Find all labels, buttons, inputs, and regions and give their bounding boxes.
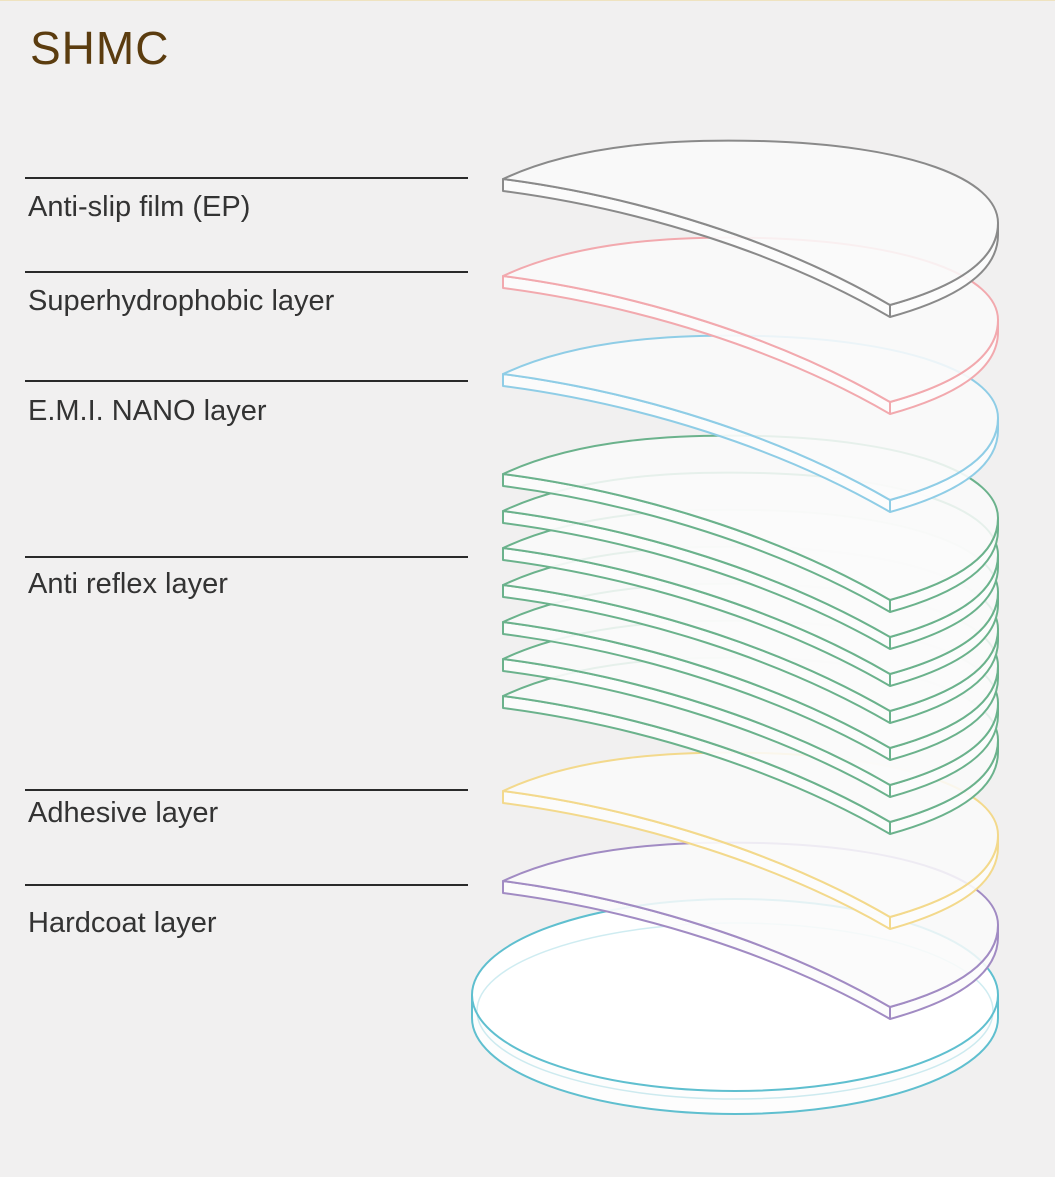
label-anti-reflex: Anti reflex layer	[28, 568, 228, 600]
label-anti-slip-film: Anti-slip film (EP)	[28, 191, 251, 223]
label-divider	[25, 380, 468, 382]
label-hardcoat: Hardcoat layer	[28, 907, 217, 939]
label-divider	[25, 271, 468, 273]
label-divider	[25, 177, 468, 179]
page-title: SHMC	[30, 22, 170, 74]
label-divider	[25, 884, 468, 886]
label-divider	[25, 789, 468, 791]
label-superhydrophobic: Superhydrophobic layer	[28, 285, 335, 317]
label-divider	[25, 556, 468, 558]
label-adhesive: Adhesive layer	[28, 797, 219, 829]
label-emi-nano: E.M.I. NANO layer	[28, 395, 267, 427]
layer-anti-slip-film	[502, 139, 999, 318]
